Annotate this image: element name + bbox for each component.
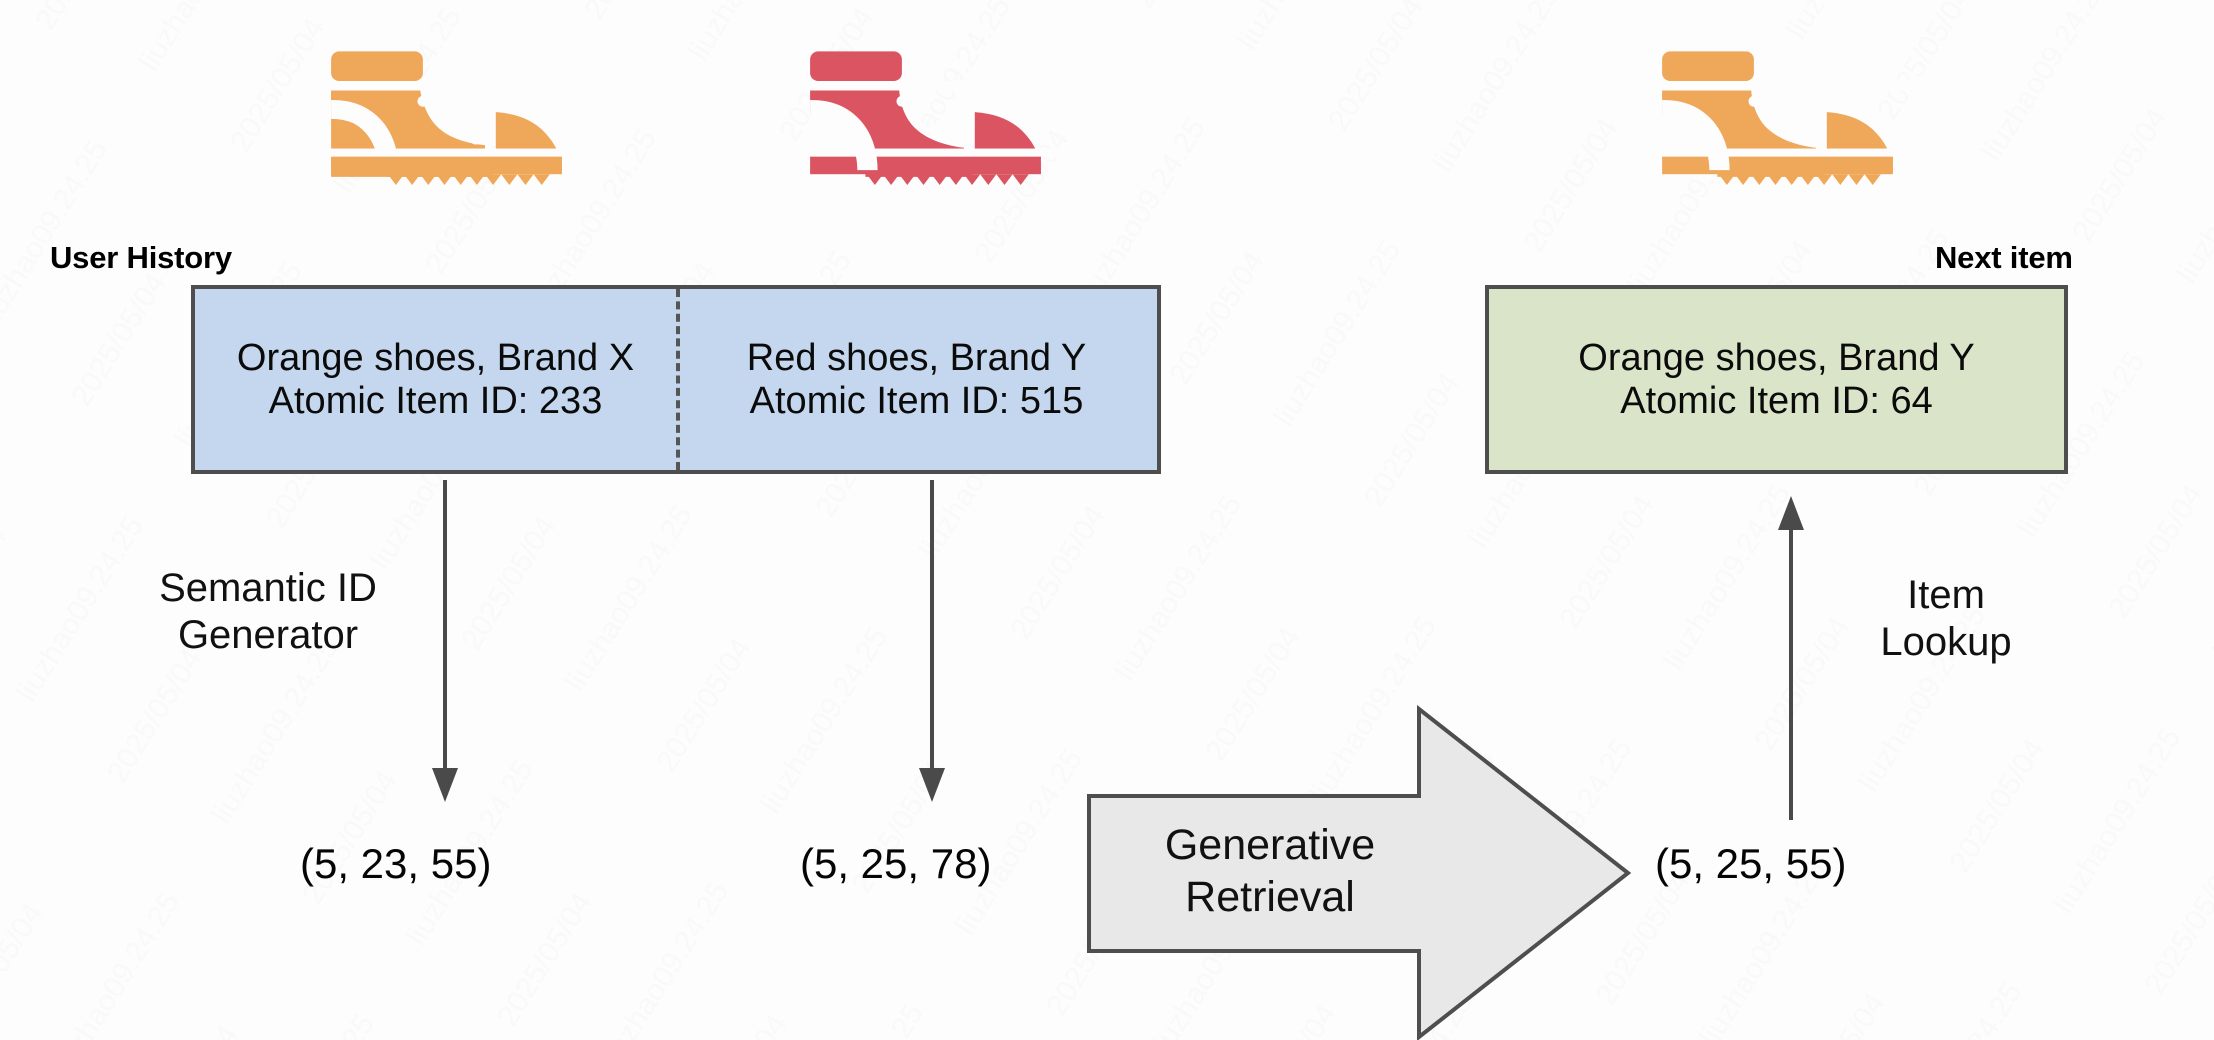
user-history-label: User History — [50, 240, 232, 275]
next-item-label: Next item — [1935, 240, 2073, 275]
semantic-id-generator-label: Semantic ID Generator — [108, 565, 428, 659]
next-item-content[interactable]: Orange shoes, Brand Y Atomic Item ID: 64 — [1489, 337, 2064, 422]
orange-boot-icon — [1654, 51, 1924, 185]
semantic-id-generator-line2: Generator — [177, 613, 359, 658]
history-item-1-title: Orange shoes, Brand X — [236, 336, 635, 379]
semantic-id-arrow-2 — [919, 480, 945, 802]
next-item-title: Orange shoes, Brand Y — [1578, 336, 1975, 379]
orange-boot-icon — [323, 51, 593, 185]
semantic-id-generator-line1: Semantic ID — [159, 566, 377, 610]
item-lookup-label: Item Lookup — [1826, 572, 2066, 666]
generative-retrieval-label: Generative Retrieval — [1120, 820, 1420, 923]
next-item-box[interactable]: Orange shoes, Brand Y Atomic Item ID: 64 — [1485, 285, 2068, 474]
predicted-semantic-id: (5, 25, 55) — [1655, 840, 1847, 887]
item-lookup-arrow — [1778, 496, 1804, 820]
generative-retrieval-line2: Retrieval — [1185, 872, 1355, 921]
history-item-2-title: Red shoes, Brand Y — [746, 336, 1087, 379]
item-lookup-line2: Lookup — [1880, 620, 2012, 665]
semantic-id-1: (5, 23, 55) — [300, 840, 492, 887]
history-item-2[interactable]: Red shoes, Brand Y Atomic Item ID: 515 — [676, 337, 1157, 422]
history-item-2-atomic-id: Atomic Item ID: 515 — [749, 379, 1084, 422]
next-item-atomic-id: Atomic Item ID: 64 — [1620, 379, 1933, 422]
red-boot-icon — [802, 51, 1072, 185]
history-item-1[interactable]: Orange shoes, Brand X Atomic Item ID: 23… — [195, 337, 676, 422]
generative-retrieval-arrow[interactable] — [1086, 704, 1632, 1040]
semantic-id-2: (5, 25, 78) — [800, 840, 992, 887]
history-item-1-atomic-id: Atomic Item ID: 233 — [268, 379, 603, 422]
history-items-divider — [676, 289, 680, 470]
generative-retrieval-line1: Generative — [1164, 821, 1376, 869]
semantic-id-arrow-1 — [432, 480, 458, 802]
item-lookup-line1: Item — [1907, 573, 1985, 617]
user-history-box[interactable]: Orange shoes, Brand X Atomic Item ID: 23… — [191, 285, 1161, 474]
